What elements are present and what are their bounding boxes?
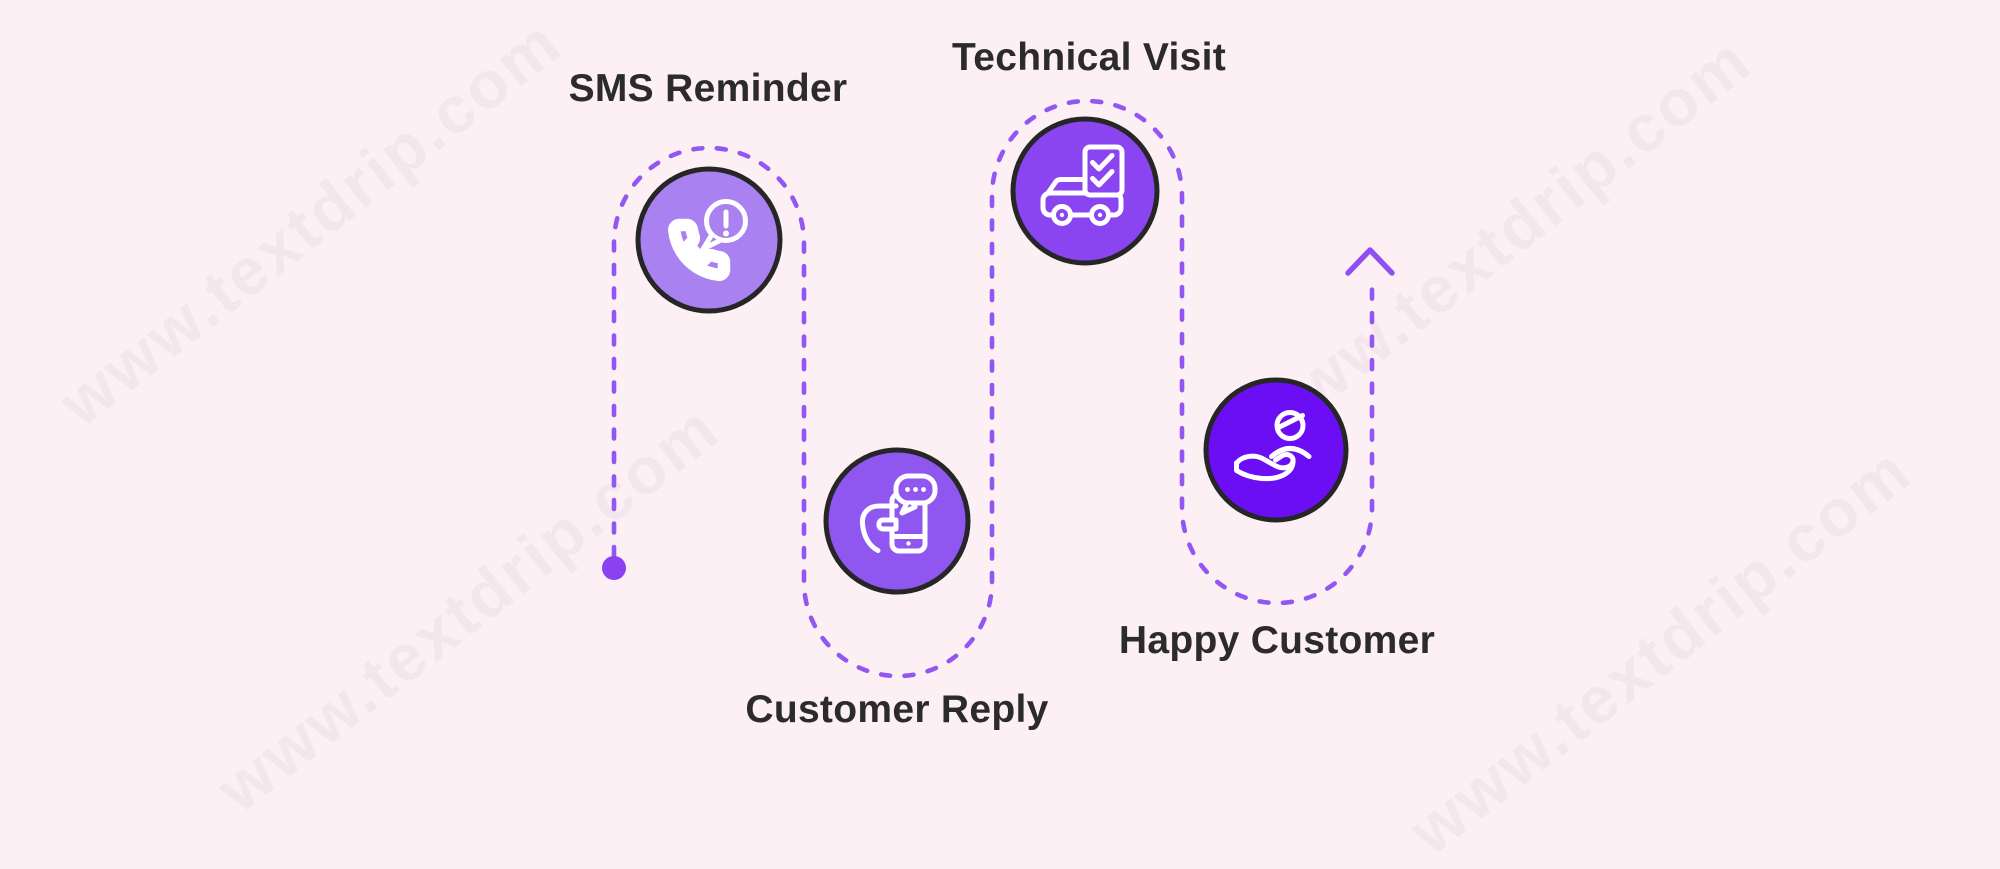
step-circle [1203, 377, 1349, 523]
step-node-technical-visit [1010, 116, 1160, 266]
journey-dashed-path [611, 98, 1375, 679]
journey-start-dot [602, 556, 626, 580]
step-label-sms-reminder: SMS Reminder [568, 67, 848, 110]
step-label-happy-customer: Happy Customer [1118, 619, 1436, 662]
arrow-up-icon [1345, 247, 1395, 276]
step-label-customer-reply: Customer Reply [745, 688, 1049, 731]
customer-care-icon [1234, 410, 1312, 482]
vehicle-checklist-icon [1040, 144, 1125, 226]
journey-flow-diagram [602, 98, 1395, 679]
step-label-technical-visit: Technical Visit [952, 36, 1226, 79]
chat-phone-icon [859, 473, 938, 554]
sms-journey-infographic: www.textdrip.com www.textdrip.com www.te… [568, 36, 1436, 731]
step-node-happy-customer [1203, 377, 1349, 523]
step-node-customer-reply [823, 447, 971, 595]
step-node-sms-reminder [635, 166, 783, 314]
phone-alert-icon [668, 199, 748, 282]
